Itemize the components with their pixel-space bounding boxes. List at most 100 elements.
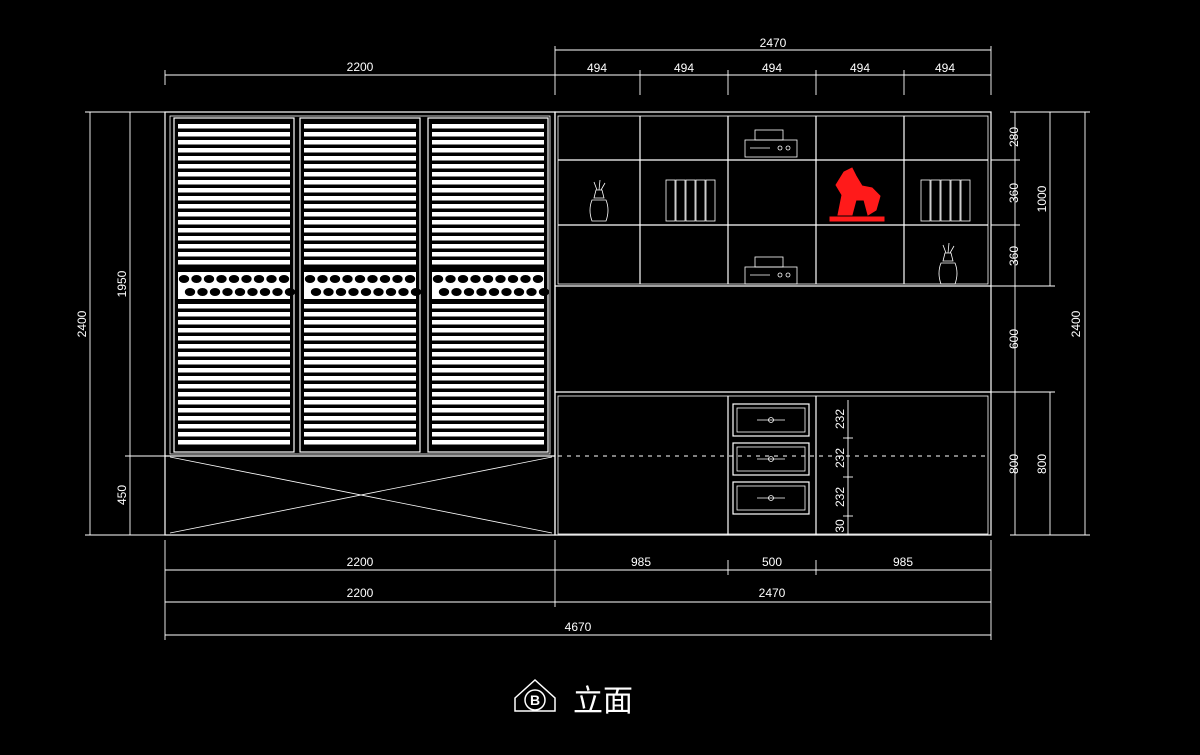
louver-slat <box>304 304 416 309</box>
vase-icon <box>938 242 958 285</box>
louver-slat <box>432 328 544 333</box>
stone <box>470 275 481 283</box>
dim-top-bay-4: 494 <box>850 61 870 75</box>
dim-drawer-2: 232 <box>833 448 847 468</box>
louver-slat <box>178 148 290 153</box>
door-stone-band <box>178 272 550 299</box>
stone <box>520 275 531 283</box>
stone <box>451 288 462 296</box>
dim-bottom-total: 4670 <box>565 620 592 634</box>
stone <box>532 275 544 283</box>
stone <box>476 288 487 296</box>
louver-slat <box>432 392 544 397</box>
louver-slat <box>304 408 416 413</box>
louver-slat <box>178 328 290 333</box>
louver-slat <box>178 220 290 225</box>
louver-slat <box>304 204 416 209</box>
louver-slat <box>432 312 544 317</box>
dim-left-total-height: 2400 <box>75 310 89 337</box>
louver-slat <box>432 236 544 241</box>
dim-bottom-row2-right: 2470 <box>759 586 786 600</box>
louver-slat <box>304 148 416 153</box>
louver-slat <box>432 228 544 233</box>
stone <box>335 288 347 296</box>
louver-slat <box>178 196 290 201</box>
louver-slat <box>432 400 544 405</box>
stone <box>323 288 334 296</box>
stereo-icon <box>744 129 798 158</box>
stone <box>178 275 190 283</box>
louver-slat <box>304 352 416 357</box>
louver-slat <box>178 344 290 349</box>
louver-slat <box>432 220 544 225</box>
dim-right-row-3: 360 <box>1007 246 1021 266</box>
stone <box>513 288 525 296</box>
dim-bottom-row1-left: 2200 <box>347 555 374 569</box>
stone <box>272 288 283 296</box>
stereo-icon <box>744 256 798 285</box>
louver-slat <box>304 336 416 341</box>
louver-slat <box>304 140 416 145</box>
dim-top-bay-2: 494 <box>674 61 694 75</box>
stone <box>191 275 202 283</box>
dim-right-lower: 800 <box>1007 454 1021 474</box>
dim-right-total-height: 2400 <box>1069 310 1083 337</box>
louver-slat <box>432 320 544 325</box>
louver-slat <box>304 328 416 333</box>
bookcase-section <box>554 111 992 536</box>
louver-slat <box>178 384 290 389</box>
louver-slat <box>178 440 290 445</box>
stone <box>203 275 215 283</box>
louver-slat <box>178 260 290 265</box>
stone <box>247 288 258 296</box>
dim-right-lower-outer: 800 <box>1035 454 1049 474</box>
louver-slat <box>178 352 290 357</box>
louver-slat <box>178 432 290 437</box>
louver-slat <box>432 424 544 429</box>
view-marker-icon <box>514 678 556 712</box>
stone <box>463 288 475 296</box>
stone <box>379 275 391 283</box>
louver-slat <box>178 368 290 373</box>
dimension-lines <box>85 46 1090 640</box>
louver-slat <box>304 132 416 137</box>
louver-slat <box>178 180 290 185</box>
louver-slat <box>304 416 416 421</box>
stone <box>488 288 500 296</box>
louver-slat <box>304 432 416 437</box>
door-louvers <box>178 124 544 445</box>
louver-slat <box>178 416 290 421</box>
louver-slat <box>432 148 544 153</box>
louver-slat <box>304 236 416 241</box>
stone <box>385 288 397 296</box>
books-icon <box>665 179 716 222</box>
stone <box>317 275 328 283</box>
louver-slat <box>304 196 416 201</box>
dim-right-middle: 600 <box>1007 329 1021 349</box>
dim-top-left-width: 2200 <box>347 60 374 74</box>
stone <box>241 275 252 283</box>
louver-slat <box>432 212 544 217</box>
stone <box>197 288 208 296</box>
louver-slat <box>432 432 544 437</box>
louver-slat <box>304 344 416 349</box>
louver-slat <box>432 196 544 201</box>
louver-slat <box>304 212 416 217</box>
stone <box>432 275 444 283</box>
louver-slat <box>432 124 544 129</box>
stone <box>507 275 519 283</box>
louver-slat <box>432 132 544 137</box>
louver-slat <box>432 440 544 445</box>
dim-top-bay-1: 494 <box>587 61 607 75</box>
louver-slat <box>304 320 416 325</box>
dim-top-bay-5: 494 <box>935 61 955 75</box>
stone <box>216 275 227 283</box>
view-marker-circle <box>524 689 546 711</box>
louver-slat <box>178 204 290 209</box>
dim-bottom-row2-left: 2200 <box>347 586 374 600</box>
louver-slat <box>432 352 544 357</box>
louver-slat <box>304 172 416 177</box>
stone <box>228 275 240 283</box>
louver-slat <box>178 212 290 217</box>
louver-slat <box>178 228 290 233</box>
